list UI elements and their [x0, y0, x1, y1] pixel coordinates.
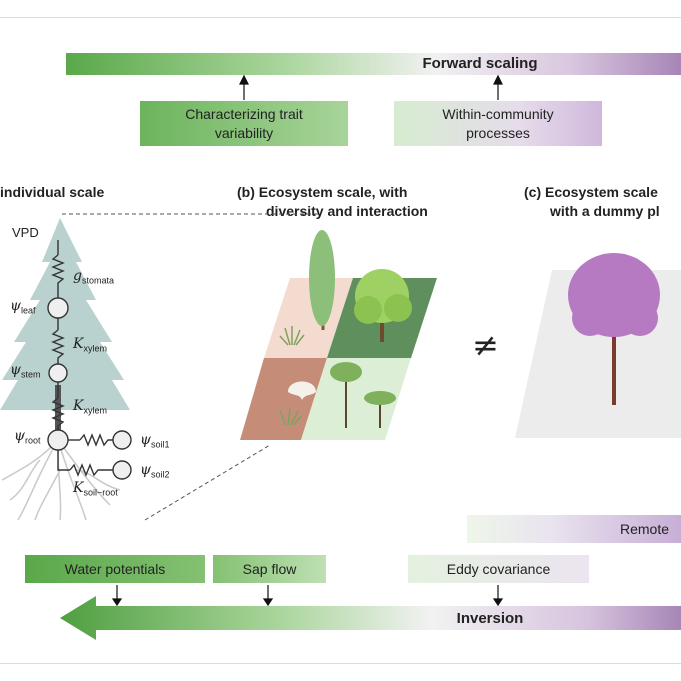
broadleaf-tree — [354, 269, 412, 342]
umbrella-trees — [330, 362, 396, 428]
down-arrows — [111, 585, 504, 607]
forward-scaling-label: Forward scaling — [422, 55, 538, 72]
k-xylem-label-upper: Kxylem — [73, 336, 107, 354]
psi-leaf-label: ψleaf — [10, 298, 36, 316]
trait-variability-box: Characterizing trait variability — [140, 101, 348, 146]
within-community-box: Within-community processes — [394, 101, 602, 146]
k-xylem-label-lower: Kxylem — [73, 398, 107, 416]
k-soil-root-label: Ksoil−root — [73, 480, 118, 498]
panel-a-title: individual scale — [0, 184, 105, 200]
dummy-plant-tree — [568, 253, 660, 405]
psi-soil2-label: ψsoil2 — [140, 462, 170, 480]
vpd-label: VPD — [12, 225, 39, 240]
remote-sensing-label: Remote — [620, 521, 670, 537]
psi-stem-label: ψstem — [10, 362, 41, 380]
hydraulic-circuit — [51, 240, 113, 477]
zoom-lines — [62, 213, 320, 521]
panel-c-title: (c) Ecosystem scale with a dummy pl — [524, 184, 660, 219]
eddy-covariance-box: Eddy covariance — [408, 555, 589, 583]
not-equal-sign: ≠ — [472, 326, 499, 364]
remote-sensing-bar — [467, 515, 681, 543]
forward-scaling-bar — [66, 53, 681, 75]
hydraulic-nodes — [47, 297, 132, 480]
psi-soil1-label: ψsoil1 — [140, 432, 170, 450]
grass-shape — [279, 326, 305, 426]
water-potentials-box: Water potentials — [25, 555, 205, 583]
sap-flow-box: Sap flow — [213, 555, 326, 583]
panel-b-title: (b) Ecosystem scale, with diversity and … — [237, 184, 428, 219]
up-arrows — [239, 74, 503, 100]
figure-frame — [0, 17, 681, 664]
ecosystem-tiles — [240, 278, 437, 440]
mushroom-shrub — [288, 381, 316, 400]
psi-root-label: ψroot — [14, 428, 41, 446]
inversion-label: Inversion — [456, 610, 524, 627]
inversion-arrow — [60, 596, 681, 640]
cypress-tree — [309, 230, 335, 330]
g-stomata-label: gstomata — [73, 268, 114, 286]
